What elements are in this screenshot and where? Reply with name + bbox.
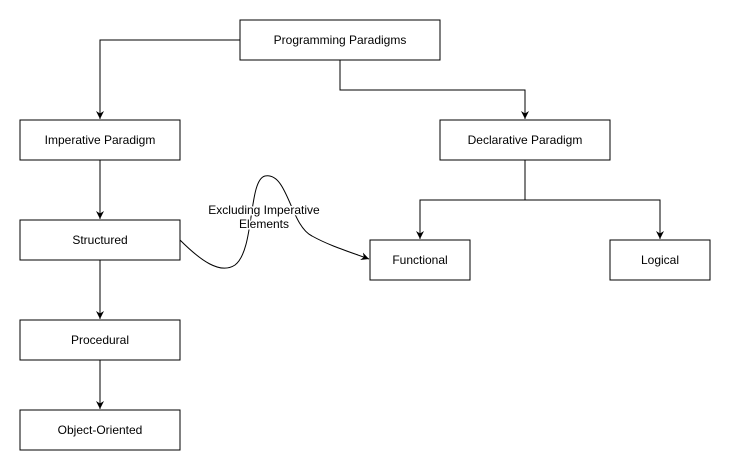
- node-programming-paradigms[interactable]: Programming Paradigms: [239, 19, 441, 61]
- node-logical[interactable]: Logical: [609, 239, 711, 281]
- edge-declarative-to-functional: [416, 160, 526, 239]
- node-label: Programming Paradigms: [274, 33, 407, 47]
- edge-declarative-to-logical: [525, 199, 664, 239]
- node-label: Object-Oriented: [58, 423, 143, 437]
- node-label: Imperative Paradigm: [45, 133, 156, 147]
- node-label: Functional: [392, 253, 447, 267]
- edge-label-excluding-imperative-line1: Excluding Imperative: [208, 203, 320, 217]
- node-label: Declarative Paradigm: [468, 133, 583, 147]
- edge-paradigms-to-declarative: [339, 60, 529, 119]
- edge-paradigms-to-imperative: [96, 39, 240, 119]
- node-object-oriented[interactable]: Object-Oriented: [19, 409, 181, 451]
- node-declarative-paradigm[interactable]: Declarative Paradigm: [439, 119, 611, 161]
- node-functional[interactable]: Functional: [369, 239, 471, 281]
- node-label: Structured: [72, 233, 127, 247]
- node-label: Logical: [641, 253, 679, 267]
- node-procedural[interactable]: Procedural: [19, 319, 181, 361]
- node-imperative-paradigm[interactable]: Imperative Paradigm: [19, 119, 181, 161]
- edge-label-excluding-imperative-line2: Elements: [239, 217, 289, 231]
- node-label: Procedural: [71, 333, 129, 347]
- node-structured[interactable]: Structured: [19, 219, 181, 261]
- edge-structured-to-functional: [179, 175, 370, 269]
